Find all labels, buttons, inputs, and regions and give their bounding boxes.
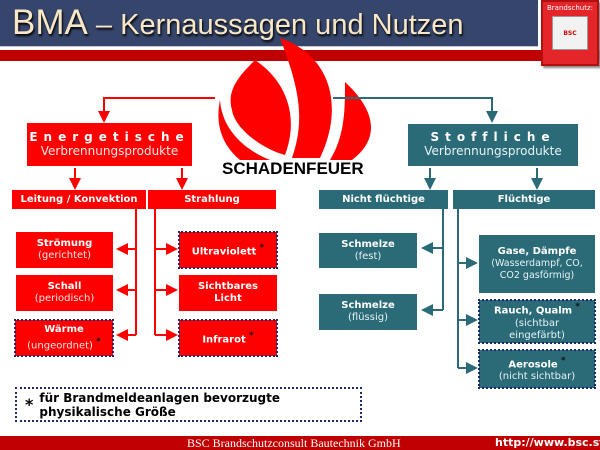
- star-marker: *: [259, 242, 265, 253]
- energetic-products-box: Energetische Verbrennungsprodukte: [27, 123, 192, 166]
- item-schall: Schall (periodisch): [16, 275, 113, 311]
- group-strahlung: Strahlung: [148, 190, 276, 209]
- star-marker: *: [96, 336, 101, 347]
- item-note: (fest): [354, 250, 382, 262]
- title-bar: [0, 0, 538, 47]
- item-name: Ultraviolett: [191, 246, 257, 258]
- material-subtitle: Verbrennungsprodukte: [424, 144, 562, 158]
- footer-bar: BSC Brandschutzconsult Bautechnik GmbH h…: [0, 436, 600, 450]
- item-name: Sichtbares Licht: [197, 281, 259, 304]
- logo-badge-text: BSC: [563, 29, 577, 37]
- energetic-subtitle: Verbrennungsprodukte: [40, 143, 179, 158]
- item-waerme: Wärme (ungeordnet) *: [14, 319, 114, 357]
- title-sub: – Kernaussagen und Nutzen: [87, 9, 464, 41]
- logo-label: Brandschutz:: [547, 4, 593, 12]
- item-infrarot: Infrarot *: [178, 319, 278, 357]
- page-title: BMA – Kernaussagen und Nutzen: [12, 3, 464, 43]
- brandschutz-logo: Brandschutz: BSC: [541, 0, 599, 66]
- item-rauch-qualm: Rauch, Qualm * (sichtbar eingefärbt): [478, 299, 596, 344]
- footer-url[interactable]: http://www.bsc.st: [495, 436, 600, 449]
- item-note: (ungeordnet): [27, 340, 93, 352]
- star-marker: *: [575, 302, 581, 313]
- group-nicht-fluechtige: Nicht flüchtige: [319, 190, 448, 209]
- star-marker: *: [248, 330, 254, 341]
- item-schmelze-fluessig: Schmelze (flüssig): [319, 294, 417, 330]
- group-leitung-konvektion: Leitung / Konvektion: [12, 190, 146, 209]
- item-schmelze-fest: Schmelze (fest): [319, 233, 417, 268]
- item-ultraviolett: Ultraviolett *: [178, 231, 278, 269]
- star-marker: *: [25, 395, 34, 414]
- item-name: Schmelze: [341, 300, 395, 311]
- item-sichtbares-licht: Sichtbares Licht: [179, 275, 277, 311]
- footnote-text: für Brandmeldeanlagen bevorzugte physika…: [39, 390, 281, 419]
- item-name: Aerosole: [508, 359, 558, 371]
- item-name: Gase, Dämpfe: [497, 246, 577, 257]
- material-title: Stoffliche: [430, 130, 556, 144]
- item-name: Wärme: [44, 323, 84, 335]
- schadenfeuer-label: SCHADENFEUER: [222, 159, 364, 178]
- star-marker: *: [560, 355, 566, 366]
- item-name: Schmelze: [341, 238, 395, 250]
- item-note: (Wasserdampf, CO, CO2 gasförmig): [491, 258, 583, 281]
- item-note: (periodisch): [34, 293, 95, 304]
- item-name: Strömung: [36, 238, 93, 249]
- flame-icon: [218, 38, 372, 160]
- item-name: Infrarot: [202, 334, 246, 346]
- logo-badge: BSC: [552, 16, 588, 50]
- material-products-box: Stoffliche Verbrennungsprodukte: [408, 124, 578, 166]
- item-note: (nicht sichtbar): [498, 371, 576, 383]
- footnote-box: * für Brandmeldeanlagen bevorzugte physik…: [15, 387, 362, 422]
- item-note: (flüssig): [348, 312, 388, 323]
- group-fluechtige: Flüchtige: [453, 190, 595, 209]
- item-stroemung: Strömung (gerichtet): [16, 232, 113, 268]
- item-gase-daempfe: Gase, Dämpfe (Wasserdampf, CO, CO2 gasfö…: [479, 235, 595, 293]
- footer-company: BSC Brandschutzconsult Bautechnik GmbH: [187, 436, 401, 450]
- item-name: Schall: [47, 281, 82, 292]
- item-name: Rauch, Qualm: [493, 305, 573, 317]
- title-main: BMA: [12, 3, 88, 42]
- item-note: (gerichtet): [37, 250, 92, 261]
- energetic-title: Energetische: [29, 129, 190, 144]
- item-note: (sichtbar eingefärbt): [509, 317, 565, 341]
- item-aerosole: Aerosole * (nicht sichtbar): [478, 349, 596, 389]
